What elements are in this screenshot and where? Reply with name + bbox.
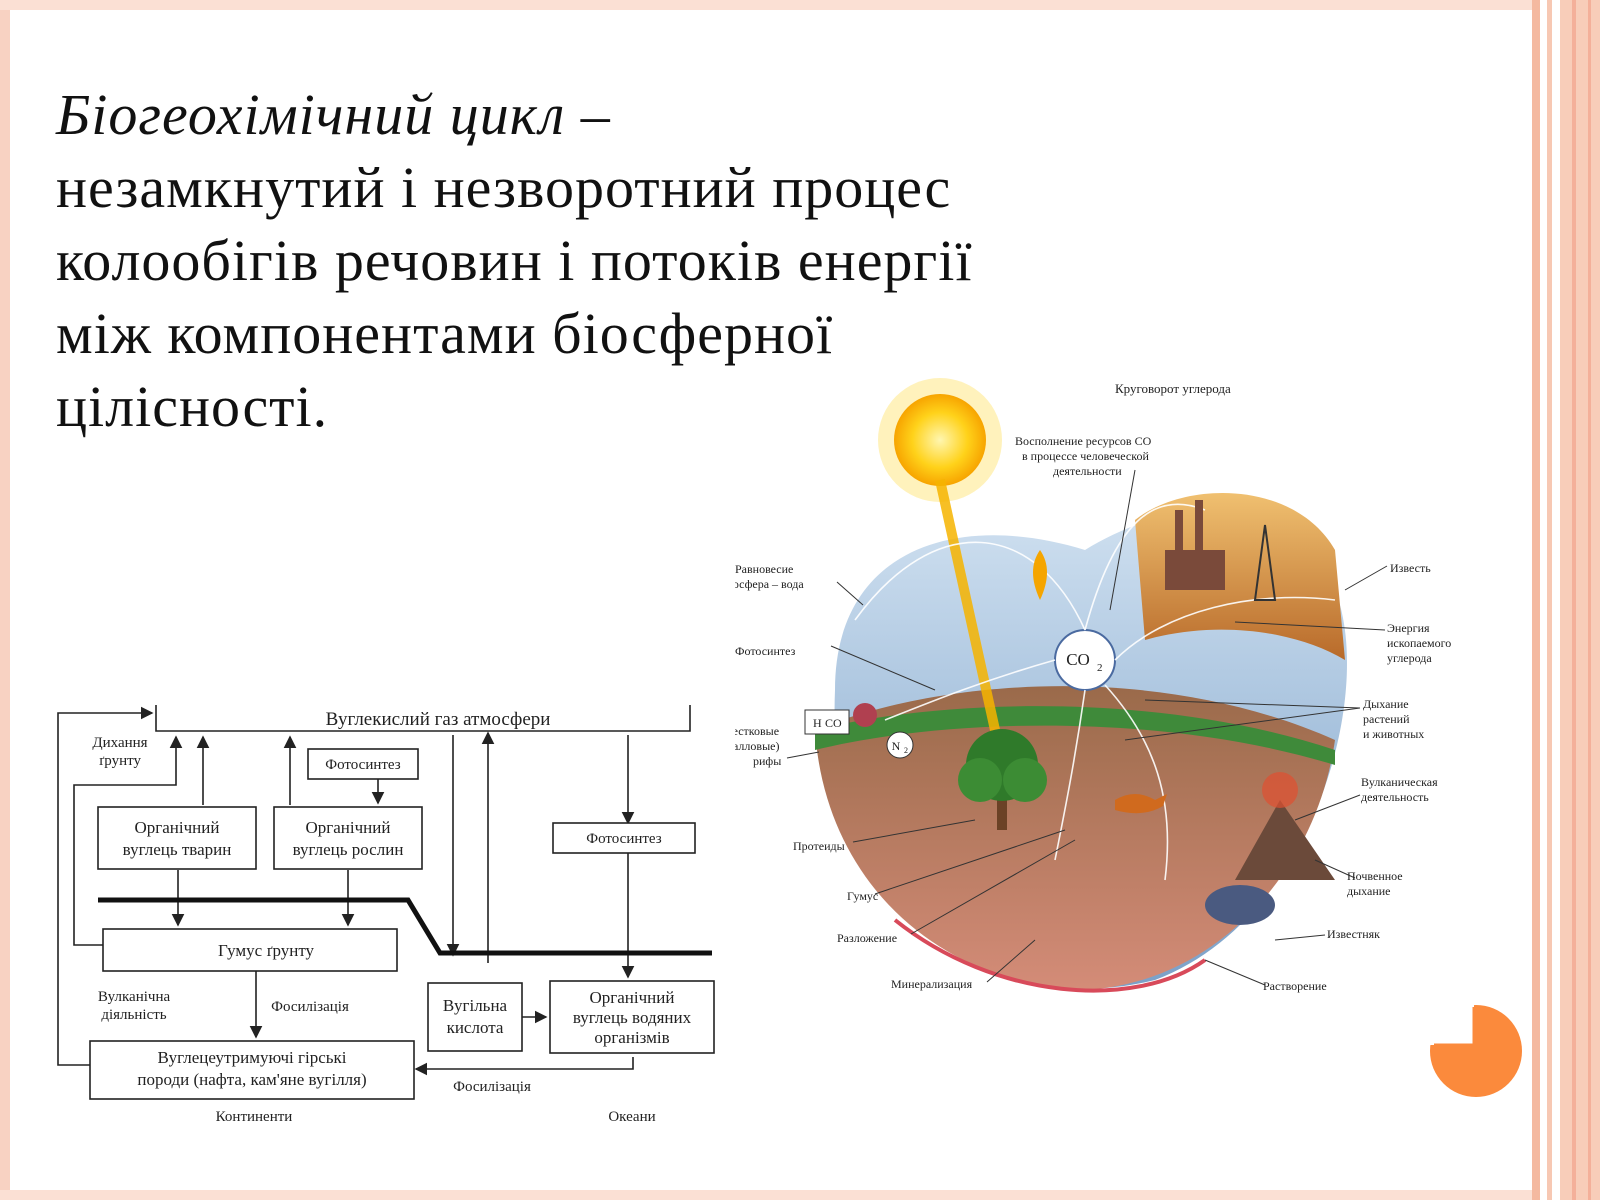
- coral-icon: [853, 703, 877, 727]
- humus-label: Гумус: [847, 889, 878, 903]
- volcanic-label: деятельность: [1361, 790, 1429, 804]
- decomposition-label: Разложение: [837, 931, 897, 945]
- aquatic-carbon-label: організмів: [594, 1028, 669, 1047]
- h2co3-label: H: [813, 716, 822, 730]
- carbonic-acid-label: Вугільна: [443, 996, 508, 1015]
- fossilization-label: Фосилізація: [271, 999, 349, 1015]
- volcano-icon: [1235, 800, 1335, 880]
- animal-carbon-label: Органічний: [135, 818, 220, 837]
- co2-subscript: 2: [1097, 662, 1103, 674]
- definition-line: між компонентами біосферної: [56, 301, 834, 366]
- mineralization-label: Минерализация: [891, 977, 973, 991]
- respiration-label: растений: [1363, 712, 1410, 726]
- left-frame-edge: [0, 0, 10, 1200]
- tree-icon: [958, 729, 1047, 830]
- photosynthesis-label: Фотосинтез: [586, 831, 661, 847]
- volcanic-label: Вулканічна: [98, 989, 171, 1005]
- orange-circle-decoration: [1430, 1005, 1522, 1097]
- grass-strip: [815, 706, 1335, 765]
- soil-respiration-label: ґрунту: [99, 753, 141, 769]
- fossilization-label: Фосилізація: [453, 1079, 531, 1095]
- carbon-cycle-schematic: Вуглекислий газ атмосфери Дихання ґрунту…: [57, 705, 715, 1125]
- bottom-frame-edge: [0, 1190, 1532, 1200]
- respiration-label: Дыхание: [1363, 697, 1409, 711]
- dissolution-label: Растворение: [1263, 979, 1327, 993]
- right-stripe: [1532, 0, 1540, 1200]
- cloud-icon: [1205, 885, 1275, 925]
- n2-subscript: 2: [904, 746, 908, 755]
- eruption-icon: [1262, 772, 1298, 808]
- illustration-title: Круговорот углерода: [1115, 381, 1231, 396]
- photosynthesis-label: Фотосинтез: [735, 644, 796, 658]
- h2co3-node: [804, 709, 850, 735]
- right-stripe: [1547, 0, 1552, 1200]
- definition-line: незамкнутий і незворотний процес: [56, 155, 952, 220]
- rocks-label: породи (нафта, кам'яне вугілля): [137, 1070, 366, 1089]
- oceans-label: Океани: [608, 1109, 655, 1125]
- right-stripe: [1588, 0, 1591, 1200]
- dissolution-arrow: [893, 918, 1207, 993]
- top-frame-edge: [0, 0, 1532, 10]
- carbon-cycle-illustration: CO 2 N 2 H CO: [735, 360, 1505, 1020]
- human-activity-label: деятельности: [1053, 464, 1122, 478]
- atmosphere-label: Вуглекислий газ атмосфери: [326, 709, 551, 730]
- aquatic-carbon-label: вуглець водяних: [573, 1008, 692, 1027]
- sunlight-beam: [935, 478, 1000, 732]
- reefs-label: ралловые): [735, 739, 779, 753]
- fox-icon: [1115, 794, 1167, 814]
- humus-label: Гумус ґрунту: [218, 941, 315, 960]
- fossil-energy-label: углерода: [1387, 651, 1432, 665]
- reefs-label: вестковые: [735, 724, 779, 738]
- soil-respiration-label: Дихання: [92, 735, 147, 751]
- limestone-label: Известняк: [1327, 927, 1380, 941]
- flame-icon: [1033, 550, 1047, 600]
- right-stripe: [1560, 0, 1600, 1200]
- carbonic-acid-label: кислота: [447, 1018, 504, 1037]
- n2-label: N: [892, 739, 901, 753]
- industrial-hill: [1135, 492, 1345, 660]
- definition-line: колообігів речовин і потоків енергії: [56, 228, 973, 293]
- h2co3-label: CO: [825, 716, 842, 730]
- volcanic-label: Вулканическая: [1361, 775, 1438, 789]
- human-activity-label: в процессе человеческой: [1022, 449, 1149, 463]
- n2-node: [886, 731, 914, 759]
- fossil-energy-label: Энергия: [1387, 621, 1430, 635]
- human-activity-label: Восполнение ресурсов CO: [1015, 434, 1152, 448]
- reefs-label: рифы: [753, 754, 781, 768]
- oil-rig-icon: [1253, 524, 1277, 601]
- lime-label: Известь: [1390, 561, 1431, 575]
- photosynthesis-label: Фотосинтез: [325, 757, 400, 773]
- rocks-label: Вуглецеутримуючі гірські: [157, 1048, 346, 1067]
- co2-node: CO 2: [1054, 629, 1116, 691]
- plant-carbon-label: вуглець рослин: [293, 840, 404, 859]
- definition-line: цілісності.: [56, 374, 329, 439]
- soil-respiration-label: дыхание: [1347, 884, 1391, 898]
- aquatic-carbon-label: Органічний: [590, 988, 675, 1007]
- term-dash: –: [565, 82, 611, 147]
- continents-label: Континенти: [216, 1109, 293, 1125]
- right-stripe: [1572, 0, 1576, 1200]
- slide-title: Біогеохімічний цикл – незамкнутий і незв…: [56, 78, 1136, 443]
- equilibrium-label: Равновесие: [735, 562, 793, 576]
- plant-carbon-label: Органічний: [306, 818, 391, 837]
- soil-respiration-label: Почвенное: [1347, 869, 1403, 883]
- animal-carbon-label: вуглець тварин: [123, 840, 232, 859]
- respiration-label: и животных: [1363, 727, 1424, 741]
- volcanic-label: діяльність: [101, 1007, 166, 1023]
- factory-icon: [1165, 500, 1225, 590]
- co2-label: CO: [1066, 650, 1090, 669]
- proteins-label: Протеиды: [793, 839, 845, 853]
- sun-icon: [878, 378, 1002, 502]
- fossil-energy-label: ископаемого: [1387, 636, 1451, 650]
- equilibrium-label: атмосфера – вода: [735, 577, 804, 591]
- term: Біогеохімічний цикл: [56, 82, 566, 147]
